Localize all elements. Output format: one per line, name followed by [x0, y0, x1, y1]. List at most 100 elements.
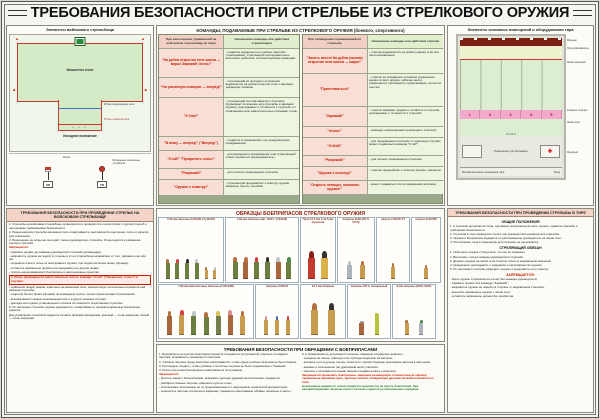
text-line: - шатание пули в дульце гильзы, помятост… — [302, 360, 431, 365]
tir-diagram-panel: Элементы основных помещений и оборудован… — [447, 25, 594, 206]
text-line: - поднятия белого флага (фонаря) на кома… — [9, 292, 136, 297]
lane-number: 4 — [521, 110, 542, 120]
cartridge-row — [226, 222, 298, 282]
cartridge-row — [393, 289, 435, 338]
bullet-tip — [375, 313, 379, 314]
desc-cell: - стреляющий из исходного положения выдв… — [224, 78, 300, 97]
text-line: 4. Немедленно докладывать о задержках и … — [450, 262, 543, 267]
tir-rules-sub3: ЗАПРЕЩАЕТСЯ: — [506, 273, 535, 278]
text-line: 2. Выполнять только команды руководителя… — [450, 254, 524, 259]
handling-title: ТРЕБОВАНИЯ БЕЗОПАСНОСТИ ПРИ ОБРАЩЕНИИ С … — [223, 346, 378, 352]
white-flag-icon — [45, 169, 52, 173]
cartridge — [311, 303, 319, 335]
text-line: 5. К применению не допускаются патроны, … — [302, 352, 404, 356]
command-cell: "Открыть затворы, положить оружие!" — [302, 181, 367, 194]
command-post: КП — [43, 167, 54, 189]
desc-cell: - стрелок заряжает оружие и готовится к … — [367, 107, 443, 126]
tir-rules-lines2: 1. Осмотреть оружие и убедиться, что оно… — [450, 250, 591, 272]
text-line: - оставлять заряженное оружие или переда… — [9, 265, 100, 270]
cartridge — [254, 257, 260, 279]
cartridge — [232, 257, 238, 279]
text-line: - использовать боеприпасы не по предназн… — [159, 384, 288, 389]
title-rule-right — [573, 9, 593, 16]
red-flag-icon — [45, 167, 52, 170]
handling-col-2: 5. К применению не допускаются патроны, … — [302, 352, 442, 411]
aux-label: Вспомогательные помещения тира — [462, 170, 505, 174]
range-rules-panel: ТРЕБОВАНИЯ БЕЗОПАСНОСТИ ПРИ ПРОВЕДЕНИИ С… — [6, 208, 154, 413]
cartridge-case — [203, 317, 209, 335]
ammo-group: патрон 9х18 ПМ — [411, 217, 441, 283]
ammo-group-label: 9-мм патроны (9х19, 9х21) — [396, 285, 432, 288]
bullet-tip — [321, 251, 328, 258]
desc-cell: - стрелок предъявляет к осмотру оружие, … — [367, 167, 443, 180]
commands-table: При выполнении упражнений на войсковом с… — [157, 34, 444, 205]
desc-cell: - для полного прекращения стрельбы — [224, 169, 300, 179]
text-line: - оставлять заряженное оружие без присмо… — [450, 293, 514, 298]
cartridge-case — [360, 265, 365, 279]
targets-strip — [460, 38, 562, 41]
cartridge-case — [194, 263, 199, 279]
command-cell: "На указанную позицию — вперёд!" — [159, 78, 224, 97]
lane-number: 1 — [460, 110, 481, 120]
bullet-tip — [424, 265, 428, 268]
text-line: 1. Боеприпасы на пунктах боепитания хран… — [159, 352, 289, 360]
tir-side-label: Огневые позиции — [567, 109, 588, 112]
bullet-tip — [166, 259, 170, 263]
bullet-tip — [244, 257, 248, 262]
command-cell: "В атаку — вперёд!" ("Вперёд!") — [159, 137, 224, 150]
storage-room — [462, 145, 482, 159]
ammo-group-label: 5,45-мм патроны (5,45х39 и 5,45х18) — [167, 218, 215, 221]
firing-corridor — [57, 100, 103, 132]
command-cell: "Отбой!" — [302, 138, 367, 155]
cartridge — [286, 257, 292, 279]
bullet-tip — [360, 321, 364, 323]
col-header: Назначение команды или действия стреляющ… — [224, 35, 300, 48]
shooters-dots: • • • — [72, 125, 88, 130]
cartridge — [374, 313, 379, 335]
text-line: - появления людей, машин, животных на ми… — [9, 284, 146, 293]
text-line: - трещины на гильзе, сквозную или глубок… — [302, 356, 393, 361]
cartridge-case — [243, 262, 249, 279]
bullet-tip — [216, 311, 220, 316]
tir-plan: 1 2 3 4 5 15–25 м Помещение для обучаемы… — [456, 34, 566, 181]
entrance-label: Вход — [554, 170, 560, 174]
range-rules-body: 1. Стрельбы на войсковом стрельбище орга… — [7, 222, 153, 412]
text-line: - направлять оружие на людей и в стороны… — [450, 285, 545, 290]
command-cell: "К бою!" — [159, 98, 224, 136]
cartridge — [204, 267, 208, 279]
open-fire-label: Рубеж открытия огня — [103, 118, 130, 122]
cartridge-case — [359, 323, 365, 335]
lane-number: 5 — [542, 110, 563, 120]
cartridge-case — [167, 316, 173, 335]
ammo-panel: ОБРАЗЦЫ БОЕПРИПАСОВ СТРЕЛКОВОГО ОРУЖИЯ 5… — [156, 208, 445, 342]
text-line: - заряжать оружие без команды "Заряжай!"… — [450, 281, 509, 286]
desc-cell: - стрелок за отведённое условием упражне… — [367, 74, 443, 106]
cartridge-case — [185, 263, 190, 279]
cartridge — [321, 251, 328, 279]
bullet-tip — [347, 261, 352, 265]
rear-hall: 15–25 м — [460, 119, 562, 137]
desc-cell: - может подаваться после разряжания винт… — [367, 181, 443, 194]
command-cell: "Занять места! На рубеж (линию) открытия… — [302, 49, 367, 73]
handling-panel: ТРЕБОВАНИЯ БЕЗОПАСНОСТИ ПРИ ОБРАЩЕНИИ С … — [156, 344, 445, 413]
target-field-label: Мишенное поле — [66, 68, 94, 73]
ammo-group-label: патрон 9х18 ПМ — [415, 218, 437, 221]
bullet-tip — [179, 310, 184, 315]
cartridge-case — [321, 258, 328, 279]
command-cell: "Приготовиться!" — [302, 74, 367, 106]
tir-rules-body: ОБЩИЕ ПОЛОЖЕНИЯ 1. К стрельбе допускаютс… — [448, 217, 593, 412]
desc-cell: - для прекращения стрельбы; в отдельных … — [367, 138, 443, 155]
cartridge-case — [404, 323, 409, 335]
text-line: 5. По окончании стрельбы оружие разряжае… — [9, 304, 141, 313]
bullet-tip — [286, 316, 290, 320]
handling-columns: 1. Боеприпасы на пунктах боепитания хран… — [157, 352, 444, 412]
cartridge — [239, 311, 245, 335]
cartridge-row — [301, 225, 335, 282]
cartridge — [191, 311, 197, 335]
cartridge-row — [377, 222, 409, 282]
cartridge-case — [179, 315, 185, 335]
text-line: - переносить патроны россыпью в карманах… — [159, 388, 292, 393]
trainees-room-label: Помещение для обучаемых — [494, 149, 528, 153]
text-line: 5. По окончании стрельбы разрядить оружи… — [450, 267, 549, 272]
tir-rules-panel: ТРЕБОВАНИЯ БЕЗОПАСНОСТИ ПРИ ПРОВЕДЕНИИ С… — [447, 208, 594, 413]
